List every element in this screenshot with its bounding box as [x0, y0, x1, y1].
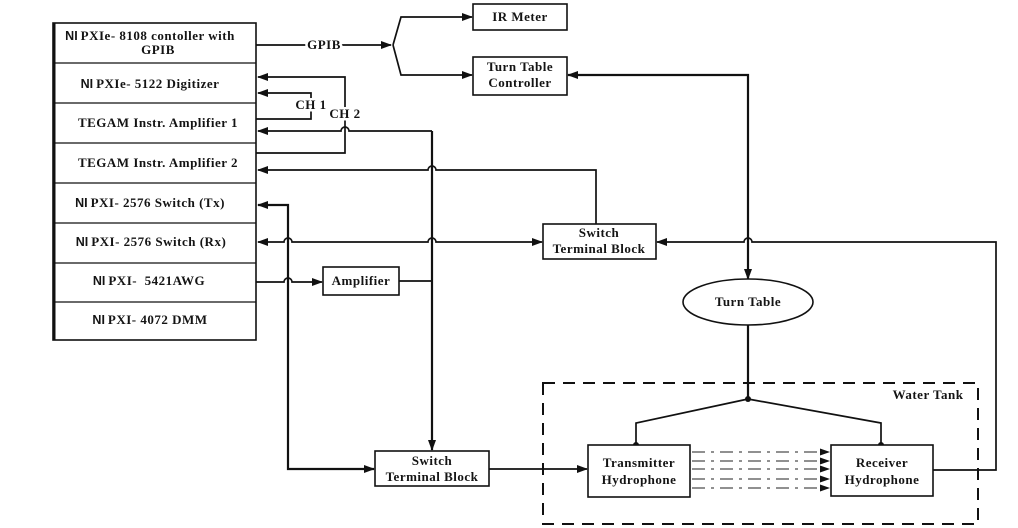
turn-table-node: Turn Table — [682, 278, 814, 326]
ni-prefix: NI — [93, 274, 106, 288]
water-tank-label: Water Tank — [893, 387, 964, 402]
ni-prefix: NI — [81, 77, 94, 91]
amplifier-block: Amplifier — [322, 266, 400, 296]
turn-table-controller-label-line2: Controller — [488, 75, 551, 90]
ch1-label: CH 1 — [295, 97, 326, 112]
ni-prefix: NI — [75, 196, 88, 210]
ir-meter-label: IR Meter — [492, 9, 548, 24]
ir-meter-box — [472, 3, 568, 31]
row-text: PXI- 5421AWG — [108, 273, 205, 288]
turn-table-control-wire — [567, 71, 752, 280]
switch-terminal-block-upper-box — [542, 223, 657, 260]
switch-terminal-block-lower-label-line1: Switch — [412, 453, 453, 468]
amplifier-box — [322, 266, 400, 296]
stack-row-amplifier-1: TEGAM Instr. Amplifier 1 — [78, 115, 238, 130]
ch2-wire — [256, 73, 346, 154]
receiver-hydrophone-box — [830, 444, 934, 497]
receiver-hydrophone-block: Receiver Hydrophone — [830, 444, 934, 497]
ch1-wire — [256, 89, 312, 120]
rx-switch-wire — [257, 237, 543, 246]
amplifier2-input-wire — [257, 165, 597, 224]
mount-arm-receiver — [747, 398, 882, 445]
water-tank: Water Tank — [542, 382, 979, 525]
junction-dot — [745, 396, 751, 402]
ir-meter-block: IR Meter — [472, 3, 568, 31]
transmitter-hydrophone-block: Transmitter Hydrophone — [587, 444, 691, 498]
switch-terminal-block-upper-label-line2: Terminal Block — [553, 241, 646, 256]
stack-row-label: TEGAM Instr. Amplifier 1 — [78, 115, 238, 130]
receiver-return-wire — [656, 237, 997, 471]
row-text: PXI- 4072 DMM — [108, 312, 208, 327]
switch-terminal-block-lower: Switch Terminal Block — [374, 450, 490, 487]
wires — [256, 13, 997, 492]
turn-table-label: Turn Table — [715, 294, 781, 309]
switch-terminal-block-upper: Switch Terminal Block — [542, 223, 657, 260]
receiver-hydrophone-label-line1: Receiver — [856, 455, 908, 470]
ni-prefix: NI — [65, 29, 78, 43]
stack-row-label-line2: GPIB — [141, 42, 175, 57]
row-text: PXI- 2576 Switch (Tx) — [91, 195, 225, 210]
ni-prefix: NI — [92, 313, 105, 327]
switch-terminal-block-upper-label-line1: Switch — [579, 225, 620, 240]
row-text: PXIe- 8108 contoller with — [81, 28, 235, 43]
transmitter-hydrophone-label-line2: Hydrophone — [602, 472, 677, 487]
turn-table-controller-box — [472, 56, 568, 96]
turn-table-ellipse — [682, 278, 814, 326]
instrument-stack-frame — [52, 22, 257, 341]
tx-switch-wire — [257, 201, 375, 473]
mount-arm-transmitter — [635, 398, 749, 445]
stack-row-amplifier-2: TEGAM Instr. Amplifier 2 — [78, 155, 238, 170]
receiver-hydrophone-label-line2: Hydrophone — [845, 472, 920, 487]
row-text: PXIe- 5122 Digitizer — [96, 76, 219, 91]
awg-wire — [256, 277, 323, 286]
switch-terminal-block-lower-label-line2: Terminal Block — [386, 469, 479, 484]
transmitter-hydrophone-box — [587, 444, 691, 498]
gpib-branch-ir-meter — [392, 13, 473, 46]
gpib-label: GPIB — [307, 37, 341, 52]
ch2-label: CH 2 — [329, 106, 360, 121]
switch-terminal-block-lower-box — [374, 450, 490, 487]
water-tank-boundary — [542, 382, 979, 525]
turn-table-controller-block: Turn Table Controller — [472, 56, 568, 96]
amplifier1-input-wire — [257, 126, 432, 135]
stack-row-label: TEGAM Instr. Amplifier 2 — [78, 155, 238, 170]
ni-prefix: NI — [76, 235, 89, 249]
amplifier-label: Amplifier — [332, 273, 391, 288]
row-text: PXI- 2576 Switch (Rx) — [91, 234, 226, 249]
gpib-branch-turn-table-controller — [392, 44, 473, 79]
turn-table-controller-label-line1: Turn Table — [487, 59, 553, 74]
transmitter-hydrophone-label-line1: Transmitter — [603, 455, 675, 470]
